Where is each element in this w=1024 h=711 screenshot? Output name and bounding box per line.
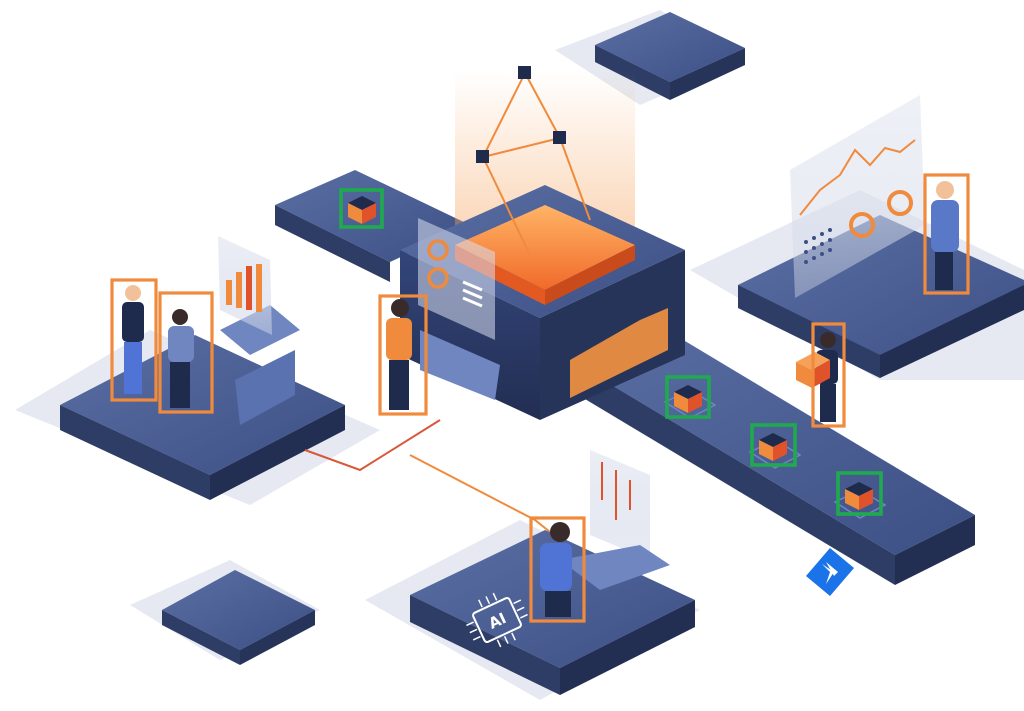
detection-box-person xyxy=(158,291,214,414)
detection-boxes-person xyxy=(110,173,970,623)
detection-box-item xyxy=(750,423,797,467)
detection-boxes-item xyxy=(339,188,883,516)
detection-box-person xyxy=(923,173,970,295)
brand-logo-icon xyxy=(804,546,856,598)
product-cube xyxy=(674,385,702,413)
central-machine xyxy=(400,70,685,420)
detection-box-person xyxy=(529,516,586,623)
donut-ring-icon xyxy=(849,190,913,238)
detection-box-item xyxy=(665,375,711,419)
person-left-1 xyxy=(122,285,144,394)
detection-box-person xyxy=(378,294,428,416)
detection-box-person xyxy=(811,322,846,428)
menu-lines-icon xyxy=(462,280,483,308)
product-cube xyxy=(348,196,376,224)
product-cubes xyxy=(348,196,873,510)
detection-box-person xyxy=(110,278,158,402)
person-right xyxy=(931,181,959,290)
detection-box-item xyxy=(836,471,883,516)
person-carrying-box xyxy=(796,332,838,422)
product-cube xyxy=(759,433,787,461)
detection-box-item xyxy=(339,188,384,229)
product-cube xyxy=(845,482,873,510)
line-chart-icon xyxy=(799,139,916,216)
person-ai-desk xyxy=(540,522,572,617)
bar-chart-icon xyxy=(226,264,262,312)
ai-chip-label: AI xyxy=(486,609,509,633)
ai-chip-icon: AI xyxy=(466,592,528,648)
right-platform xyxy=(738,95,1024,378)
person-left-2 xyxy=(168,309,194,408)
donut-ring-icon xyxy=(427,239,449,289)
person-machine-operator xyxy=(386,299,412,410)
floating-platform-bottom-left xyxy=(162,570,315,665)
people xyxy=(122,181,959,617)
network-graph xyxy=(476,66,591,256)
